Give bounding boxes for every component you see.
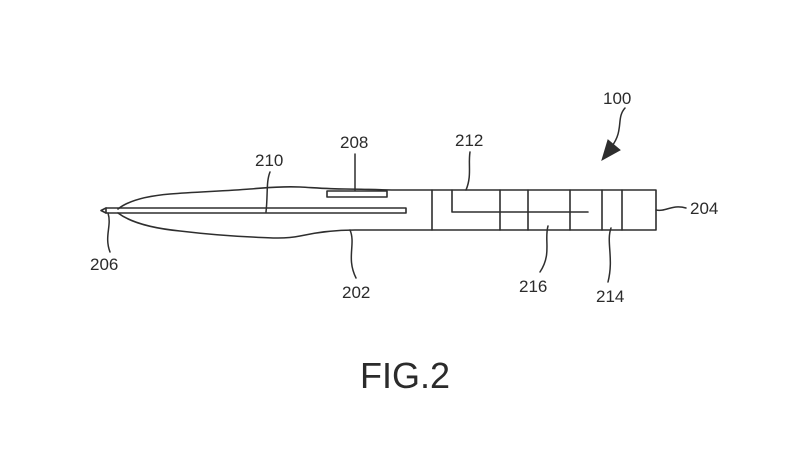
ref-label-202: 202: [342, 283, 370, 302]
component-208: [326, 190, 388, 198]
leader-214: [607, 227, 612, 283]
ref-label-208: 208: [340, 133, 368, 152]
assembly-arrow-head: [601, 139, 621, 162]
leader-206: [106, 212, 111, 253]
ref-label-206: 206: [90, 255, 118, 274]
leader-204: [655, 206, 687, 212]
needle-tip: [100, 207, 107, 214]
ref-label-210: 210: [255, 151, 283, 170]
leader-216: [539, 225, 549, 273]
ref-label-214: 214: [596, 287, 624, 306]
leader-210: [265, 171, 271, 213]
leader-212: [465, 151, 471, 191]
assembly-arrow: [611, 107, 626, 147]
needle: [105, 207, 407, 214]
ref-label-100: 100: [603, 89, 631, 108]
ref-label-216: 216: [519, 277, 547, 296]
ref-label-204: 204: [690, 199, 718, 218]
ref-label-212: 212: [455, 131, 483, 150]
figure-caption: FIG.2: [360, 355, 450, 396]
plunger-rod: [451, 189, 589, 213]
sheath-outline: [117, 185, 433, 239]
leader-202: [349, 229, 357, 279]
